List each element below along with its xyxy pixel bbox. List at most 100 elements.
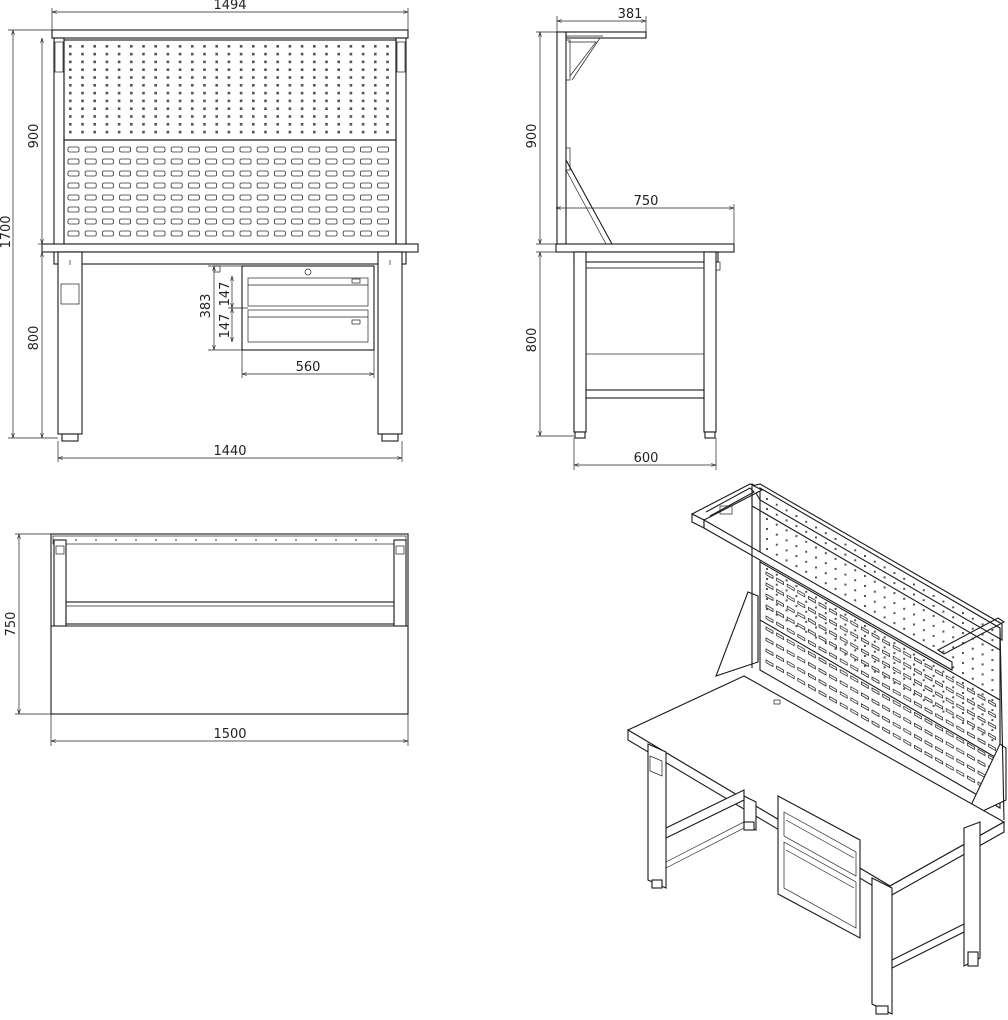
louver-slot [239, 206, 252, 213]
peg-hole [215, 76, 218, 79]
peg-hole [130, 76, 133, 79]
iso-louver-slot [956, 758, 965, 766]
dim-750-side: 750 [634, 194, 659, 209]
iso-peg-hole [952, 626, 955, 629]
peg-hole [142, 52, 145, 56]
iso-louver-slot [850, 653, 859, 661]
iso-peg-hole [942, 670, 945, 673]
louver-slot [102, 170, 114, 177]
iso-peg-hole [893, 672, 896, 675]
iso-peg-hole [854, 599, 857, 602]
peg-hole [361, 123, 365, 126]
iso-peg-hole [785, 539, 788, 542]
front-view: 1494 1700 900 800 1440 383 [0, 0, 419, 462]
iso-louver-slot [808, 661, 816, 670]
iso-peg-hole [981, 713, 984, 716]
iso-louver-slot [786, 638, 795, 647]
iso-louver-slot [903, 716, 912, 725]
iso-peg-hole [942, 620, 945, 623]
peg-hole [300, 115, 304, 118]
peg-hole [203, 84, 206, 87]
iso-louver-slot [850, 642, 859, 650]
peg-hole [349, 107, 353, 110]
peg-hole [288, 45, 292, 48]
peg-hole [117, 52, 121, 56]
peg-hole [130, 115, 133, 118]
peg-hole [252, 130, 255, 134]
iso-peg-hole [805, 600, 808, 603]
iso-louver-slot [850, 664, 859, 672]
iso-louver-slot [924, 728, 933, 737]
peg-hole [386, 52, 389, 56]
louver-slot [205, 170, 218, 177]
iso-louver-slot [882, 682, 890, 691]
iso-louver-slot [786, 605, 795, 614]
peg-hole [142, 60, 145, 64]
peg-hole [178, 76, 182, 79]
iso-louver-slot [892, 721, 901, 730]
peg-hole [337, 45, 340, 48]
louver-slot [67, 182, 80, 189]
iso-louver-slot [818, 601, 827, 610]
louver-slot [256, 206, 269, 213]
iso-peg-hole [815, 546, 817, 549]
iso-peg-hole [785, 509, 788, 512]
louver-slot [273, 206, 286, 213]
iso-louver-slot [871, 698, 880, 707]
peg-hole [337, 130, 340, 134]
iso-peg-hole [903, 607, 906, 610]
iso-peg-hole [991, 709, 994, 712]
iso-peg-hole [952, 646, 955, 649]
iso-louver-slot [808, 683, 816, 692]
iso-peg-hole [805, 550, 808, 553]
iso-louver-slot [861, 703, 869, 712]
iso-peg-hole [854, 549, 857, 552]
iso-louver-slot [935, 734, 943, 743]
iso-louver-slot [818, 678, 827, 687]
iso-louver-slot [797, 589, 806, 598]
iso-peg-hole [775, 513, 778, 516]
louver-slot [377, 218, 390, 225]
peg-hole [93, 123, 96, 126]
louver-slot [273, 158, 286, 165]
peg-hole [252, 52, 255, 56]
iso-louver-slot [924, 706, 933, 715]
iso-peg-hole [775, 543, 778, 546]
iso-peg-hole [971, 657, 974, 660]
dim-381: 381 [618, 7, 643, 22]
iso-peg-hole [913, 613, 915, 616]
peg-hole [313, 52, 316, 56]
peg-hole [191, 45, 194, 48]
peg-hole [361, 52, 365, 56]
peg-hole [81, 45, 84, 48]
louver-slot [136, 206, 149, 213]
iso-peg-hole [971, 707, 974, 710]
louver-slot [170, 170, 183, 177]
peg-hole [93, 84, 96, 87]
iso-peg-hole [932, 664, 935, 667]
peg-hole [239, 76, 243, 79]
iso-louver-slot [861, 659, 869, 668]
iso-peg-hole [962, 612, 964, 614]
peg-hole [386, 84, 389, 87]
peg-hole [215, 91, 218, 95]
iso-louver-slot [765, 615, 774, 624]
iso-peg-hole [873, 570, 876, 573]
iso-peg-hole [942, 690, 945, 693]
peg-hole [264, 76, 267, 79]
iso-louver-slot [945, 675, 954, 683]
peg-hole [337, 99, 340, 103]
side-panel-height-dimension: 900 [525, 31, 557, 245]
peg-hole [69, 45, 72, 48]
peg-hole [69, 91, 72, 95]
louver-slot [342, 218, 355, 225]
iso-peg-hole [991, 679, 994, 682]
iso-peg-hole [942, 600, 945, 603]
peg-hole [239, 52, 243, 56]
iso-peg-hole [903, 597, 906, 600]
louver-slot [308, 230, 321, 237]
louver-slot [102, 158, 114, 165]
peg-hole [105, 68, 109, 71]
peg-hole [239, 45, 243, 48]
iso-peg-hole [766, 578, 768, 580]
